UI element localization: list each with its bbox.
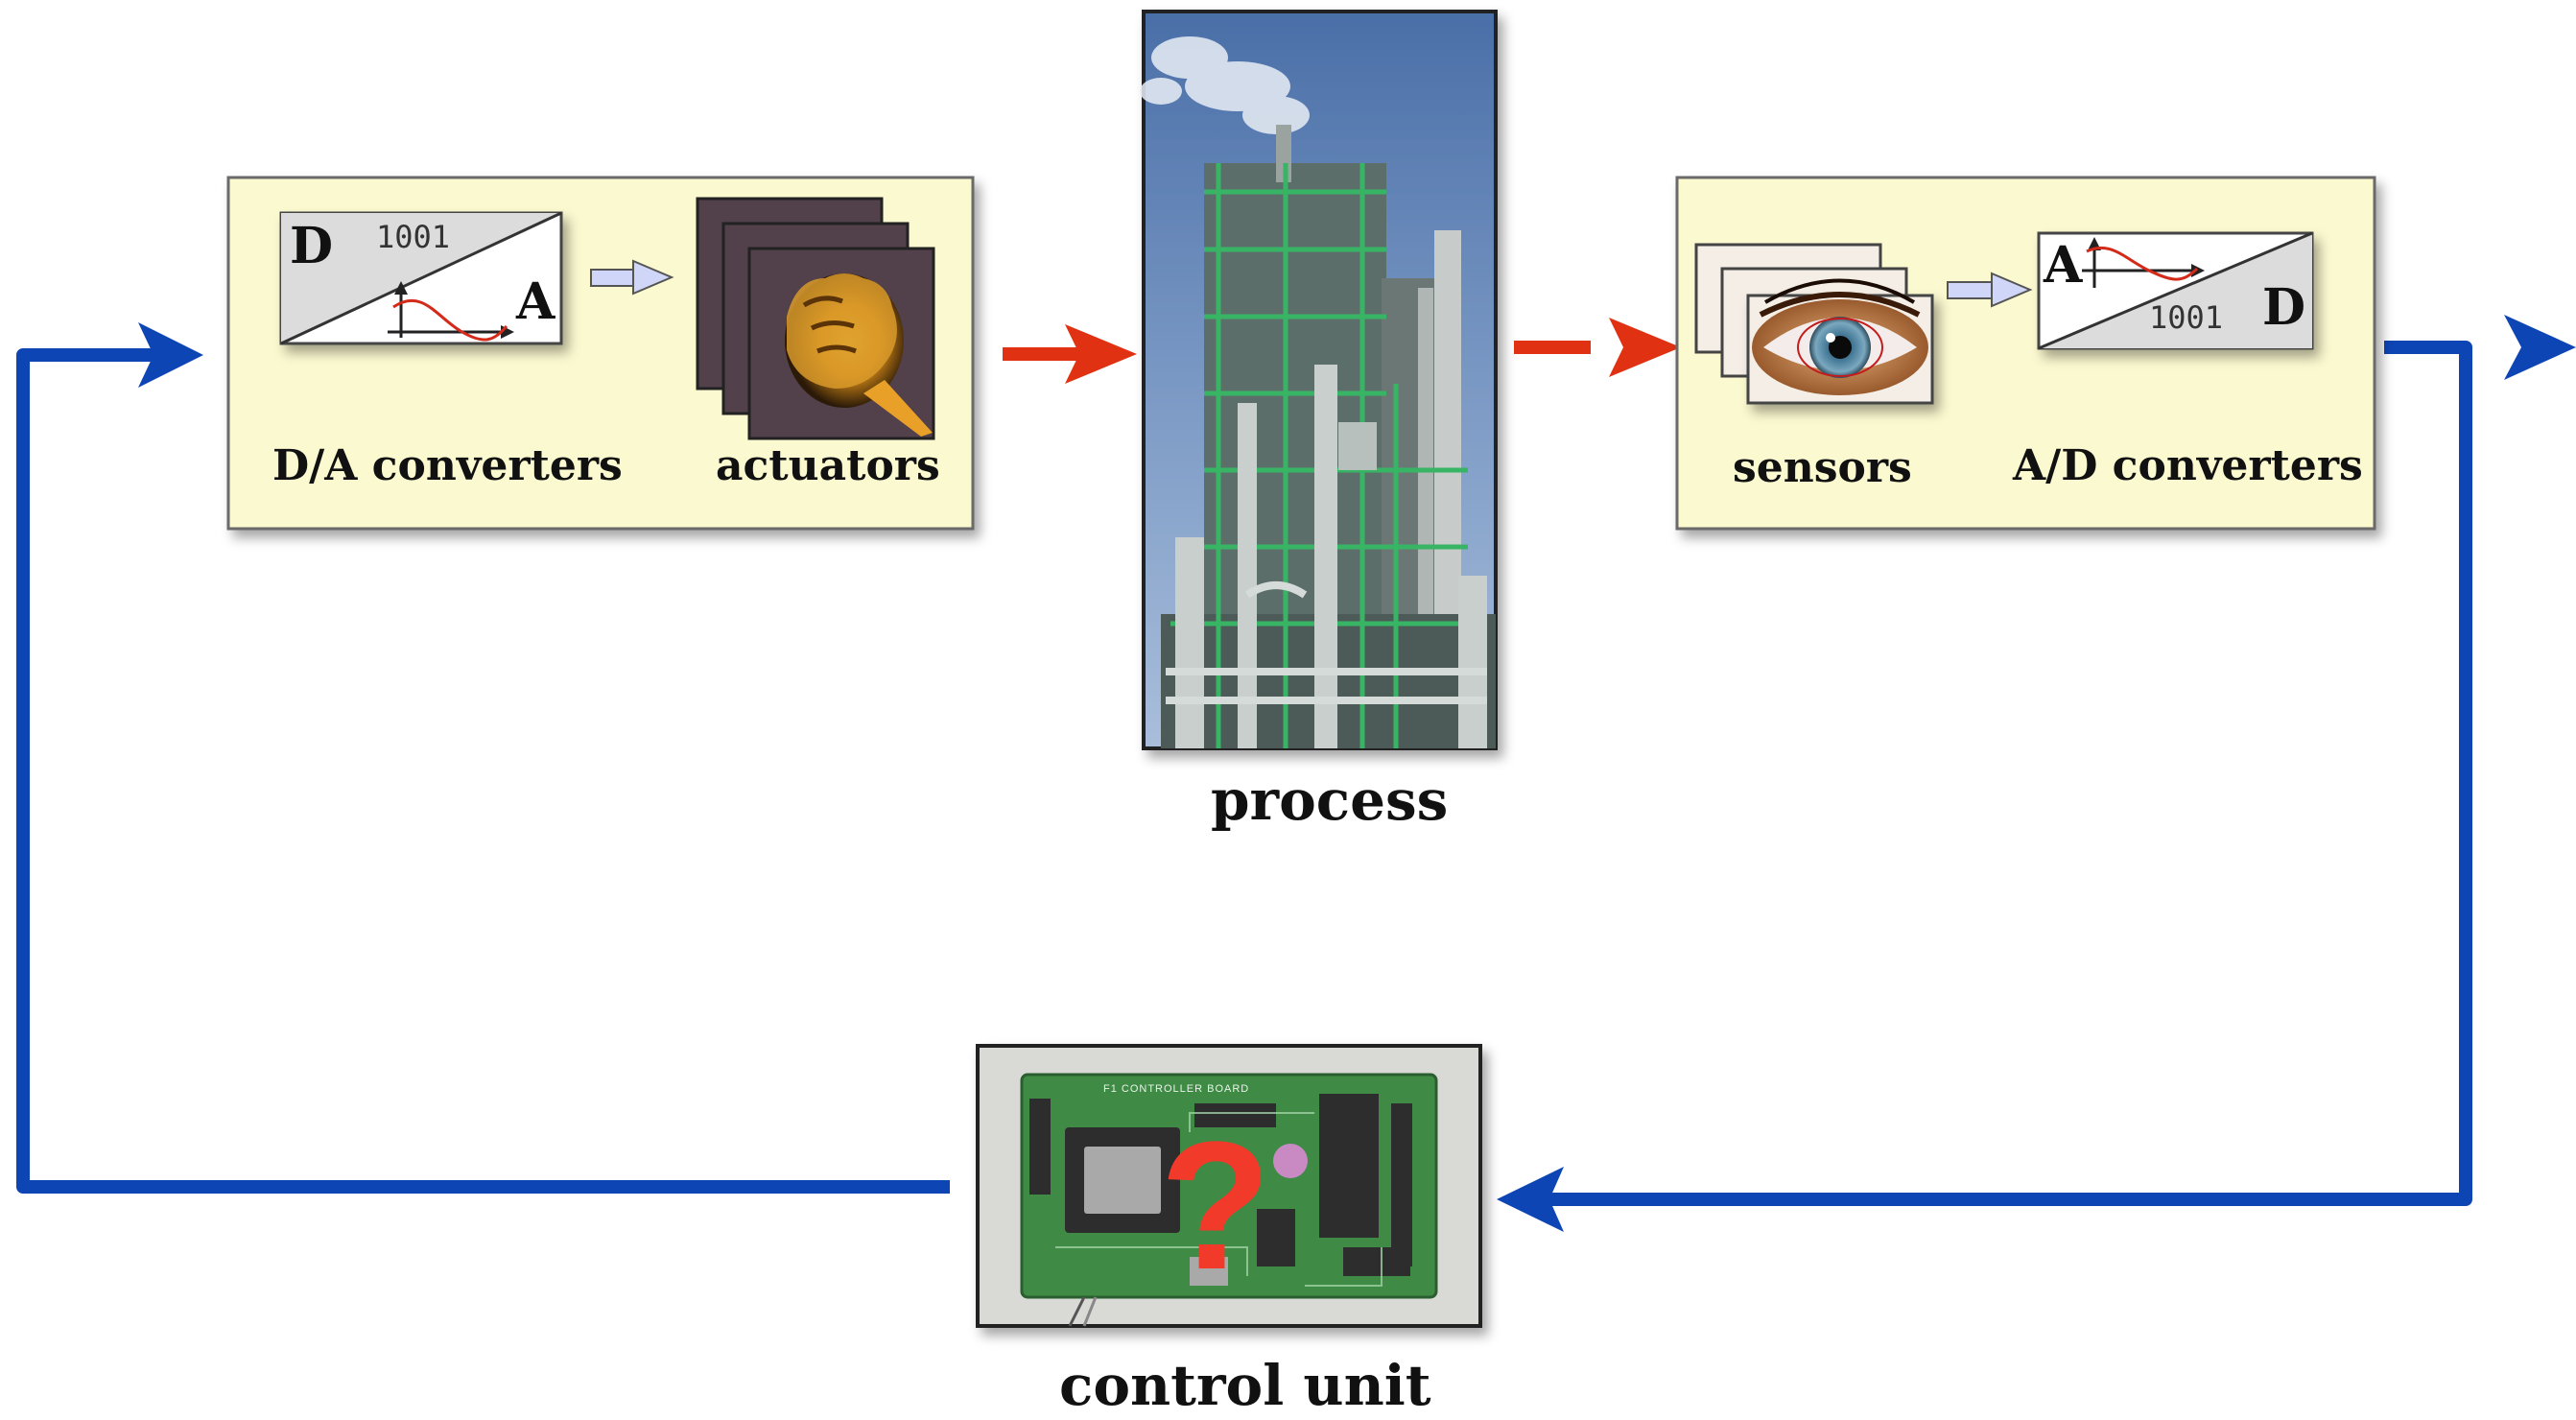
- refinery: [1161, 125, 1496, 748]
- sensor-photos: [1694, 243, 1934, 405]
- ad-d-letter: D: [2262, 278, 2306, 337]
- sensors-label: sensors: [1733, 443, 1912, 492]
- sensor-to-ad-arrow: [1947, 272, 2033, 308]
- smoke: [1140, 36, 1310, 134]
- feedback-loop: [16, 341, 2472, 1206]
- eye-icon: [1752, 278, 1928, 395]
- ad-a-letter: A: [2044, 236, 2083, 295]
- ad-converters-label: A/D converters: [2013, 441, 2363, 490]
- actuators-label: actuators: [716, 441, 940, 490]
- fist-icon: [785, 273, 933, 437]
- right-box: [1675, 176, 2376, 531]
- da-converter-icon: [279, 211, 563, 345]
- da-converters-label: D/A converters: [272, 441, 623, 490]
- da-d-letter: D: [290, 217, 334, 275]
- loop-right-path: [1535, 341, 2472, 1206]
- signal-arrow-to-sensors-shaft: [1514, 341, 1591, 354]
- signal-arrow-to-process-head: [1065, 324, 1137, 384]
- arrowhead-into-control: [1497, 1167, 1564, 1232]
- question-mark: ?: [1160, 1104, 1271, 1308]
- da-to-actuator-arrow: [590, 259, 674, 296]
- signal-arrow-to-process-shaft: [1003, 347, 1079, 361]
- da-bits: 1001: [376, 219, 451, 255]
- control-unit-label: control unit: [1059, 1353, 1431, 1418]
- ad-bits: 1001: [2149, 299, 2224, 336]
- board-title-text: F1 CONTROLLER BOARD: [1103, 1083, 1249, 1095]
- arrowhead-into-left-box: [138, 322, 203, 388]
- control-unit-photo: F1 CONTROLLER BOARD ?: [976, 1044, 1482, 1328]
- loop-left-path: [16, 348, 950, 1194]
- arrowhead-right-out: [2504, 315, 2576, 380]
- da-a-letter: A: [516, 272, 555, 331]
- signal-arrow-to-sensors-head: [1609, 318, 1681, 377]
- left-box: [226, 176, 975, 531]
- ad-converter-icon: [2037, 231, 2314, 350]
- process-photo: [1140, 10, 1498, 750]
- actuator-photos: [696, 197, 935, 440]
- process-label: process: [1211, 768, 1449, 833]
